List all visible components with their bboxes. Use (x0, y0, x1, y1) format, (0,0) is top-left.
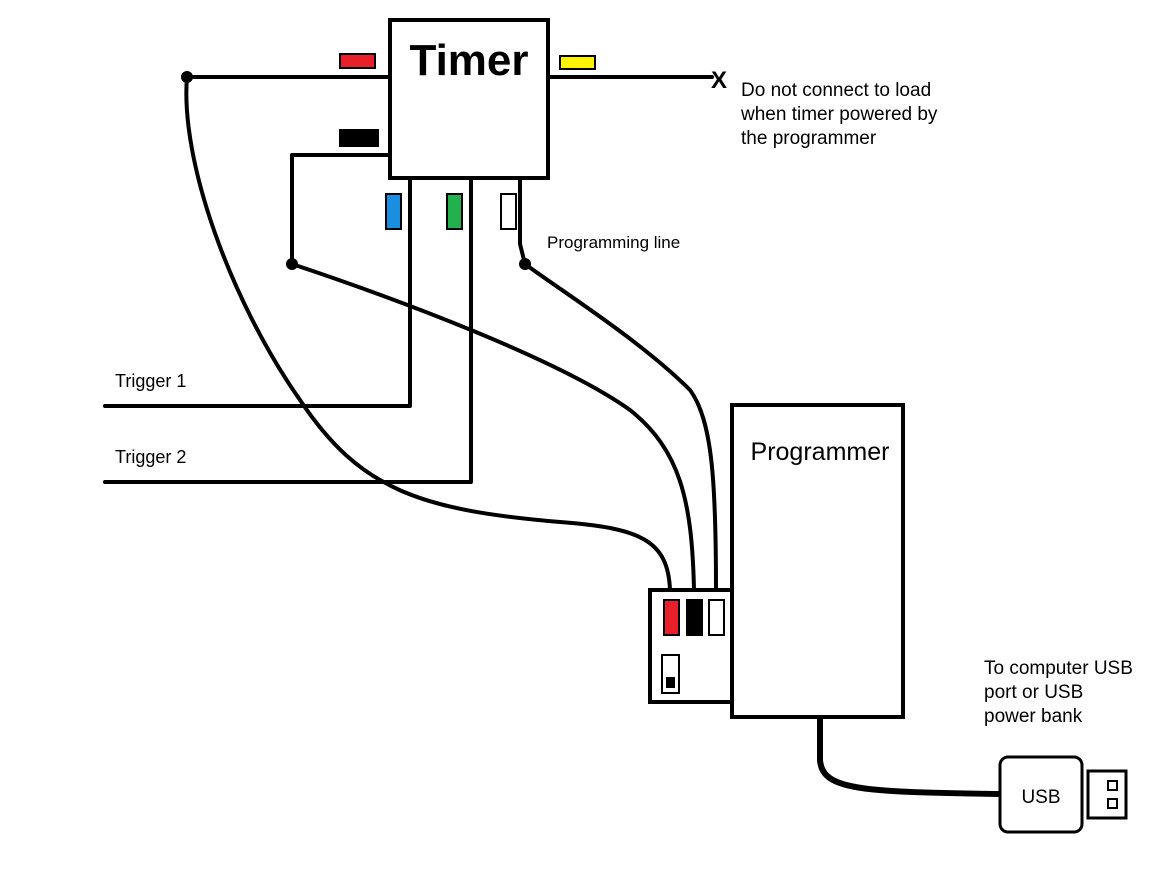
usb-note-line-2: port or USB (984, 682, 1083, 703)
usb-plug-label: USB (1021, 787, 1060, 808)
usb-plug-tip (1086, 769, 1128, 820)
usb-contact-bottom (1107, 798, 1118, 809)
programmer-box (730, 403, 905, 719)
timer-module: Timer (388, 18, 550, 180)
usb-contact-top (1107, 780, 1118, 791)
timer-box (388, 18, 550, 180)
trigger-2-wire (103, 178, 473, 484)
connector-pin-white (708, 599, 725, 636)
connector-pin-red (663, 599, 680, 636)
usb-note-line-1: To computer USB (984, 658, 1133, 679)
note-line-3: the programmer (741, 128, 877, 149)
junction-dot-red (181, 71, 193, 83)
trigger-1-wire (103, 178, 412, 408)
blue-wire-tag (385, 193, 402, 230)
programming-line-label: Programming line (547, 233, 680, 252)
junction-dot-black (286, 258, 298, 270)
usb-plug: USB (998, 755, 1128, 834)
black-wire-tag (339, 129, 379, 147)
note-line-1: Do not connect to load (741, 80, 931, 101)
open-end-mark: X (711, 67, 727, 94)
usb-cable (817, 713, 1003, 797)
programming-wire (518, 178, 718, 592)
red-wire (184, 75, 672, 592)
usb-note-line-3: power bank (984, 706, 1083, 727)
white-wire-tag (500, 193, 517, 230)
programmer-module: Programmer (648, 403, 905, 719)
green-wire-tag (446, 193, 463, 230)
usb-plug-body (998, 755, 1084, 834)
connector-pin-black (686, 599, 703, 636)
junction-dot-programming (519, 258, 531, 270)
programmer-title: Programmer (751, 438, 890, 466)
timer-title: Timer (409, 36, 528, 85)
trigger-2-label: Trigger 2 (115, 447, 186, 467)
programmer-switch-knob (666, 677, 675, 688)
note-line-2: when timer powered by (740, 104, 938, 125)
trigger-1-label: Trigger 1 (115, 371, 186, 391)
yellow-wire-tag (559, 55, 596, 70)
black-wire (290, 153, 696, 592)
red-wire-tag (339, 53, 376, 69)
